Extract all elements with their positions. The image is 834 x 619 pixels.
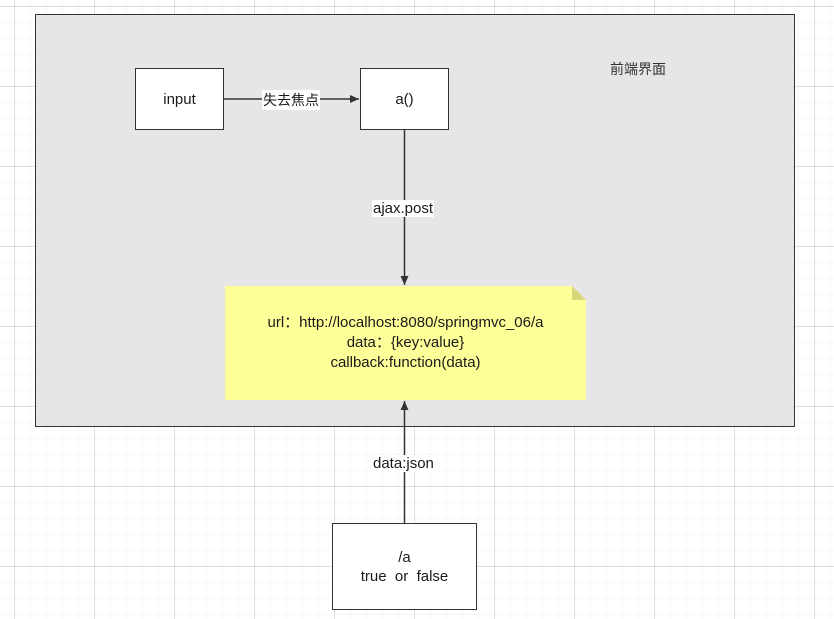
result-node: /a true or false [332, 523, 477, 610]
result-path-line: /a [398, 548, 411, 566]
note-url-line: url：http://localhost:8080/springmvc_06/a [267, 314, 544, 331]
frontend-label: 前端界面 [610, 62, 666, 78]
ajax-request-note: url：http://localhost:8080/springmvc_06/a… [225, 286, 586, 400]
a-function-node-label: a() [395, 90, 414, 108]
note-data-line: data：{key:value} [346, 334, 465, 351]
edge-label-data-json: data:json [372, 455, 435, 472]
edge-label-ajax-post: ajax.post [372, 200, 435, 217]
a-function-node: a() [360, 68, 449, 130]
edge-label-blur: 失去焦点 [262, 90, 320, 110]
result-value-line: true or false [360, 567, 449, 585]
note-callback-line: callback:function(data) [330, 354, 481, 371]
input-node-label: input [163, 90, 196, 108]
input-node: input [135, 68, 224, 130]
